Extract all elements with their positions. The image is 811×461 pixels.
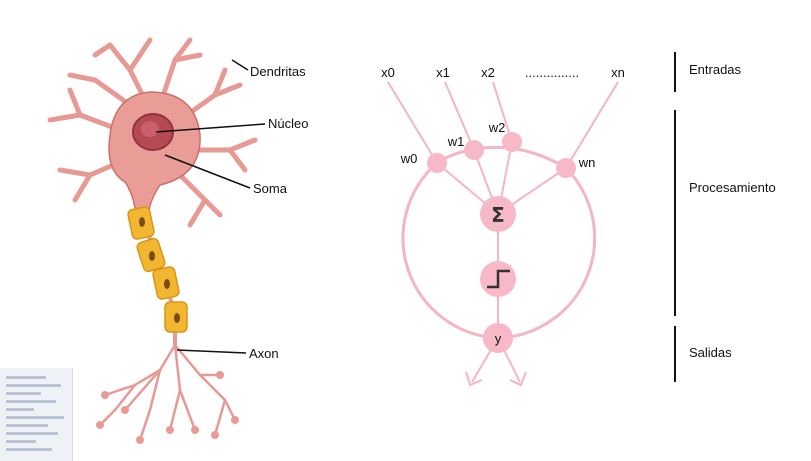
weight-w1: w1 — [447, 134, 465, 149]
weight-wn: wn — [578, 155, 596, 170]
input-ellipsis: ............... — [525, 65, 579, 80]
label-dendrites: Dendritas — [250, 64, 306, 79]
perceptron-diagram: Σ y x0 x1 x2 ............... xn w0 w1 w2… — [381, 65, 625, 387]
stage-labels: Entradas Procesamiento Salidas — [674, 52, 776, 382]
input-lines — [387, 81, 619, 169]
sum-symbol: Σ — [491, 203, 505, 227]
weight-node-w2 — [502, 132, 522, 152]
output-node — [483, 323, 513, 353]
weight-node-w0 — [427, 153, 447, 173]
stage-inputs: Entradas — [689, 62, 742, 77]
soma-body — [108, 91, 201, 216]
step-function-icon — [487, 269, 510, 289]
weight-w2: w2 — [488, 120, 506, 135]
axon-terminals — [98, 343, 237, 442]
label-axon: Axon — [249, 346, 279, 361]
terminal-buttons — [96, 371, 239, 444]
thumbnail-overlay — [0, 368, 73, 461]
neuron-illustration: Dendritas Núcleo Soma Axon — [47, 37, 308, 444]
perceptron-outline — [401, 145, 597, 340]
leader-lines — [155, 59, 266, 354]
input-xn: xn — [611, 65, 625, 80]
stage-processing: Procesamiento — [689, 180, 776, 195]
weight-lines — [436, 141, 567, 338]
input-x0: x0 — [381, 65, 395, 80]
axon — [127, 206, 188, 345]
label-nucleus: Núcleo — [268, 116, 308, 131]
weight-w0: w0 — [400, 151, 418, 166]
weight-node-w1 — [464, 140, 484, 160]
sum-node — [480, 196, 516, 232]
input-x2: x2 — [481, 65, 495, 80]
label-soma: Soma — [253, 181, 288, 196]
input-x1: x1 — [436, 65, 450, 80]
stage-outputs: Salidas — [689, 345, 732, 360]
weight-node-wn — [556, 158, 576, 178]
output-label: y — [495, 331, 502, 346]
